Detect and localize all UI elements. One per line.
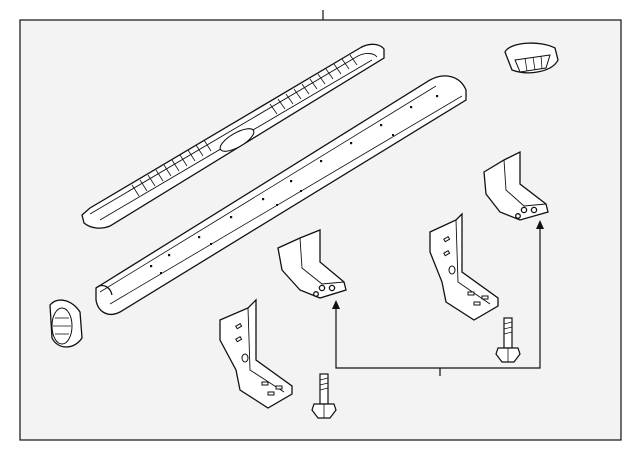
step-pad [81, 43, 385, 229]
rear-mounting-bracket [429, 212, 499, 321]
rear-bolt [495, 317, 521, 363]
rear-end-cap [504, 42, 559, 74]
rear-upper-bracket [483, 150, 549, 221]
emblem-icon [219, 128, 255, 152]
front-bolt [311, 373, 337, 419]
front-end-cap [49, 299, 83, 348]
arrow-icon [332, 220, 544, 309]
front-upper-bracket [277, 229, 347, 299]
running-board [95, 75, 467, 315]
front-mounting-bracket [219, 298, 293, 409]
leader-lines [335, 226, 541, 376]
